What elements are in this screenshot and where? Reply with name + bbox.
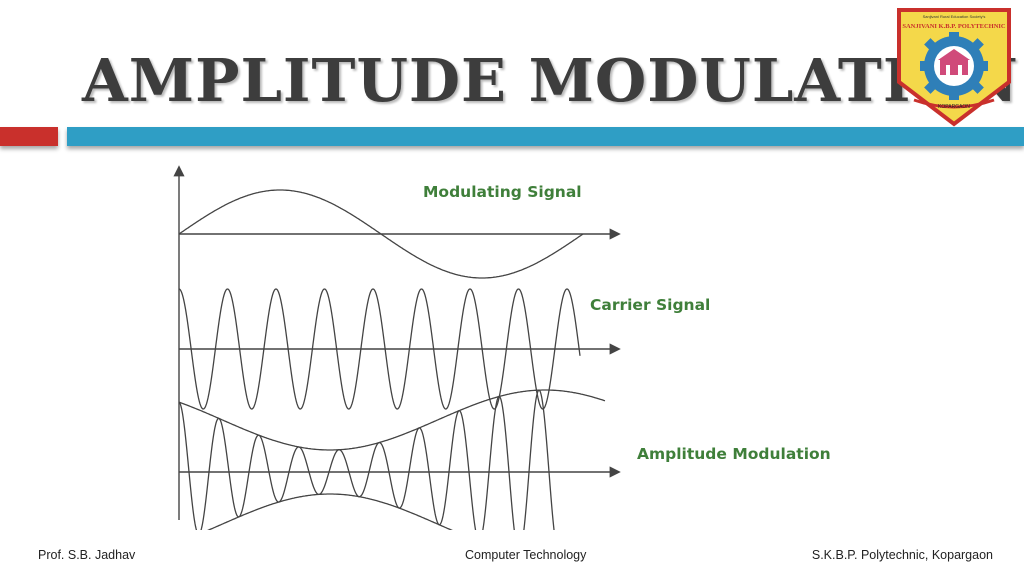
institute-logo: Sanjivani Rural Education Society's SANJ…	[897, 8, 1011, 127]
am-envelope-top	[178, 389, 606, 451]
gear-building-logo-icon	[920, 32, 988, 100]
footer-author: Prof. S.B. Jadhav	[38, 548, 136, 562]
accent-bar-red	[0, 127, 58, 146]
logo-top-text: Sanjivani Rural Education Society's	[923, 14, 986, 19]
am-diagram: Modulating Signal Carrier Signal Amplitu…	[173, 165, 831, 530]
am-envelope-bottom	[206, 493, 454, 530]
slide-title: AMPLITUDE MODULATION	[82, 46, 1019, 115]
footer-institute: S.K.B.P. Polytechnic, Kopargaon	[811, 548, 993, 562]
logo-name: SANJIVANI K.B.P. POLYTECHNIC	[902, 23, 1006, 30]
am-signal-wave	[178, 389, 555, 530]
carrier-signal-label: Carrier Signal	[590, 296, 710, 314]
carrier-signal-wave	[178, 288, 581, 410]
modulating-signal-wave	[178, 189, 584, 279]
accent-bar-blue	[67, 127, 1024, 146]
amplitude-modulation-label: Amplitude Modulation	[637, 445, 831, 463]
footer-department: Computer Technology	[465, 548, 587, 562]
logo-location: KOPARGAON	[938, 104, 970, 110]
modulating-signal-label: Modulating Signal	[423, 183, 582, 201]
